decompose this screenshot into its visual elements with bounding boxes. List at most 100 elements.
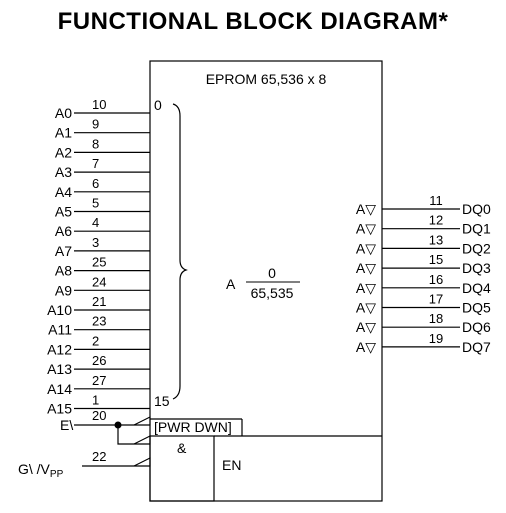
address-pin-a14: A14 27	[47, 373, 150, 397]
data-pin-number: 19	[429, 331, 443, 346]
address-pin-number: 27	[92, 373, 106, 388]
address-pin-number: 5	[92, 196, 99, 211]
address-brace	[172, 103, 188, 400]
address-pin-name: A4	[55, 184, 72, 200]
address-pin-a6: A6 4	[55, 215, 150, 239]
output-enable-negation-flag	[133, 457, 151, 467]
address-pin-a0: A0 10	[55, 97, 150, 121]
address-pin-a8: A8 25	[55, 255, 150, 279]
data-pin-number: 15	[429, 252, 443, 267]
address-pin-number: 21	[92, 294, 106, 309]
address-pin-number: 10	[92, 97, 106, 112]
tri-state-output-marker: A▽	[356, 221, 376, 237]
data-pin-name: DQ4	[462, 280, 491, 296]
enable-negation-flag	[133, 435, 151, 445]
address-pins: A010A19A28A37A46A55A64A73A825A924A1021A1…	[47, 97, 150, 417]
address-function-label: A	[226, 276, 236, 292]
tri-state-output-marker: A▽	[356, 280, 376, 296]
address-pin-a9: A9 24	[55, 274, 150, 298]
address-function-numerator: 0	[268, 265, 276, 281]
tri-state-output-marker: A▽	[356, 260, 376, 276]
data-pin-name: DQ6	[462, 319, 491, 335]
address-pin-name: A10	[47, 302, 72, 318]
address-pin-name: A6	[55, 223, 72, 239]
data-pin-name: DQ0	[462, 201, 491, 217]
address-pin-number: 25	[92, 255, 106, 270]
tri-state-output-marker: A▽	[356, 319, 376, 335]
data-pins: A▽11DQ0A▽12DQ1A▽13DQ2A▽15DQ3A▽16DQ4A▽17D…	[356, 193, 491, 355]
address-pin-name: A1	[55, 125, 72, 141]
tri-state-output-marker: A▽	[356, 339, 376, 355]
address-range-end: 15	[154, 393, 170, 409]
enable-pin-number: 20	[92, 408, 106, 423]
tri-state-output-marker: A▽	[356, 240, 376, 256]
address-pin-a5: A5 5	[55, 196, 150, 220]
address-pin-name: A9	[55, 282, 72, 298]
address-pin-name: A7	[55, 243, 72, 259]
address-pin-name: A8	[55, 263, 72, 279]
address-pin-a7: A7 3	[55, 235, 150, 259]
tri-state-output-marker: A▽	[356, 201, 376, 217]
address-pin-number: 7	[92, 156, 99, 171]
eprom-block	[149, 60, 383, 502]
address-pin-name: A2	[55, 144, 72, 160]
address-pin-name: A13	[47, 361, 72, 377]
address-pin-number: 8	[92, 136, 99, 151]
address-pin-number: 2	[92, 333, 99, 348]
address-pin-name: A0	[55, 105, 72, 121]
data-pin-name: DQ1	[462, 221, 491, 237]
chip-label: EPROM 65,536 x 8	[206, 71, 327, 87]
address-function-denominator: 65,535	[251, 285, 294, 301]
address-range-start: 0	[154, 97, 162, 113]
address-pin-number: 6	[92, 176, 99, 191]
output-enable-pin-number: 22	[92, 449, 106, 464]
data-pin-name: DQ2	[462, 240, 491, 256]
page-title: FUNCTIONAL BLOCK DIAGRAM*	[57, 8, 449, 35]
address-pin-number: 4	[92, 215, 99, 230]
address-pin-number: 24	[92, 274, 106, 289]
enable-label: E\	[60, 417, 73, 433]
address-pin-name: A3	[55, 164, 72, 180]
data-pin-name: DQ3	[462, 260, 491, 276]
address-pin-name: A14	[47, 381, 72, 397]
address-pin-number: 1	[92, 393, 99, 408]
address-pin-a10: A10 21	[47, 294, 150, 318]
address-pin-a1: A1 9	[55, 117, 150, 141]
address-pin-name: A15	[47, 401, 72, 417]
data-pin-number: 13	[429, 232, 443, 247]
address-pin-a3: A3 7	[55, 156, 150, 180]
address-pin-a12: A12 2	[47, 333, 150, 357]
address-pin-a2: A2 8	[55, 136, 150, 160]
data-pin-name: DQ5	[462, 300, 491, 316]
en-label: EN	[222, 457, 241, 473]
address-pin-name: A5	[55, 204, 72, 220]
address-pin-number: 9	[92, 117, 99, 132]
address-pin-a15: A15 1	[47, 393, 150, 417]
pwr-dwn-negation-flag	[133, 416, 151, 426]
output-enable-label: G\ /VPP	[18, 461, 64, 480]
tri-state-output-marker: A▽	[356, 300, 376, 316]
address-pin-number: 3	[92, 235, 99, 250]
data-pin-number: 11	[429, 193, 443, 208]
address-pin-name: A11	[48, 322, 72, 338]
data-pin-number: 12	[429, 213, 443, 228]
address-pin-a4: A4 6	[55, 176, 150, 200]
data-pin-number: 16	[429, 272, 443, 287]
data-pin-number: 17	[429, 292, 443, 307]
and-block	[149, 435, 215, 502]
and-label: &	[177, 440, 187, 456]
data-pin-name: DQ7	[462, 339, 491, 355]
enable-branch	[117, 425, 150, 445]
address-pin-name: A12	[47, 341, 72, 357]
